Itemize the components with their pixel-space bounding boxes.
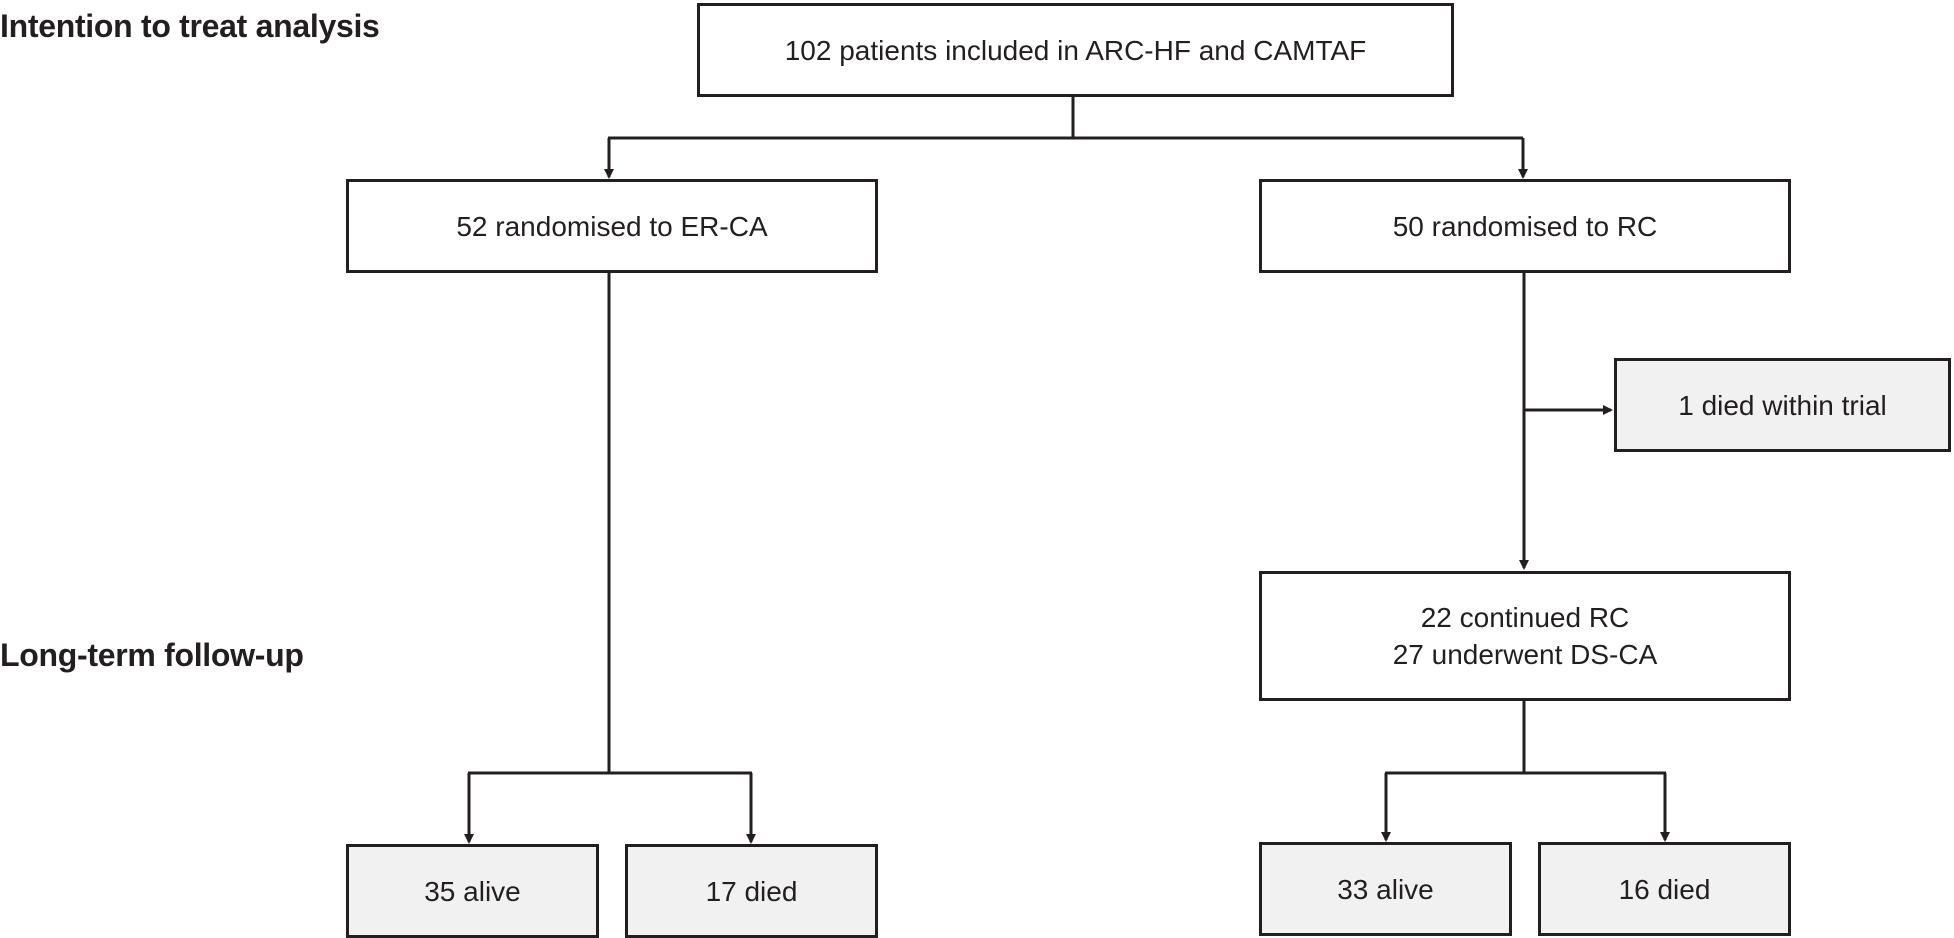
- box-died-within-trial: 1 died within trial: [1614, 358, 1951, 452]
- box-rc-outcome-line1: 22 continued RC: [1420, 602, 1630, 633]
- box-er-died: 17 died: [625, 844, 878, 938]
- box-included-patients: 102 patients included in ARC-HF and CAMT…: [697, 3, 1454, 97]
- box-er-alive: 35 alive: [346, 844, 599, 938]
- box-er-alive-text: 35 alive: [424, 875, 521, 907]
- section-label-intention-to-treat: Intention to treat analysis: [0, 8, 380, 44]
- box-er-died-text: 17 died: [705, 875, 798, 907]
- box-rc-alive-text: 33 alive: [1337, 873, 1434, 905]
- box-rc-died: 16 died: [1538, 842, 1791, 936]
- section-label-long-term-follow-up: Long-term follow-up: [0, 637, 304, 673]
- box-randomised-rc-text: 50 randomised to RC: [1392, 210, 1658, 242]
- box-rc-outcome: 22 continued RC 27 underwent DS-CA: [1259, 571, 1791, 701]
- box-rc-died-text: 16 died: [1618, 873, 1711, 905]
- box-rc-outcome-line2: 27 underwent DS-CA: [1392, 639, 1658, 670]
- box-died-within-trial-text: 1 died within trial: [1678, 389, 1887, 421]
- box-randomised-er-ca: 52 randomised to ER-CA: [346, 179, 878, 273]
- box-rc-alive: 33 alive: [1259, 842, 1512, 936]
- box-included-patients-text: 102 patients included in ARC-HF and CAMT…: [784, 34, 1367, 66]
- box-randomised-rc: 50 randomised to RC: [1259, 179, 1791, 273]
- box-randomised-er-ca-text: 52 randomised to ER-CA: [456, 210, 768, 242]
